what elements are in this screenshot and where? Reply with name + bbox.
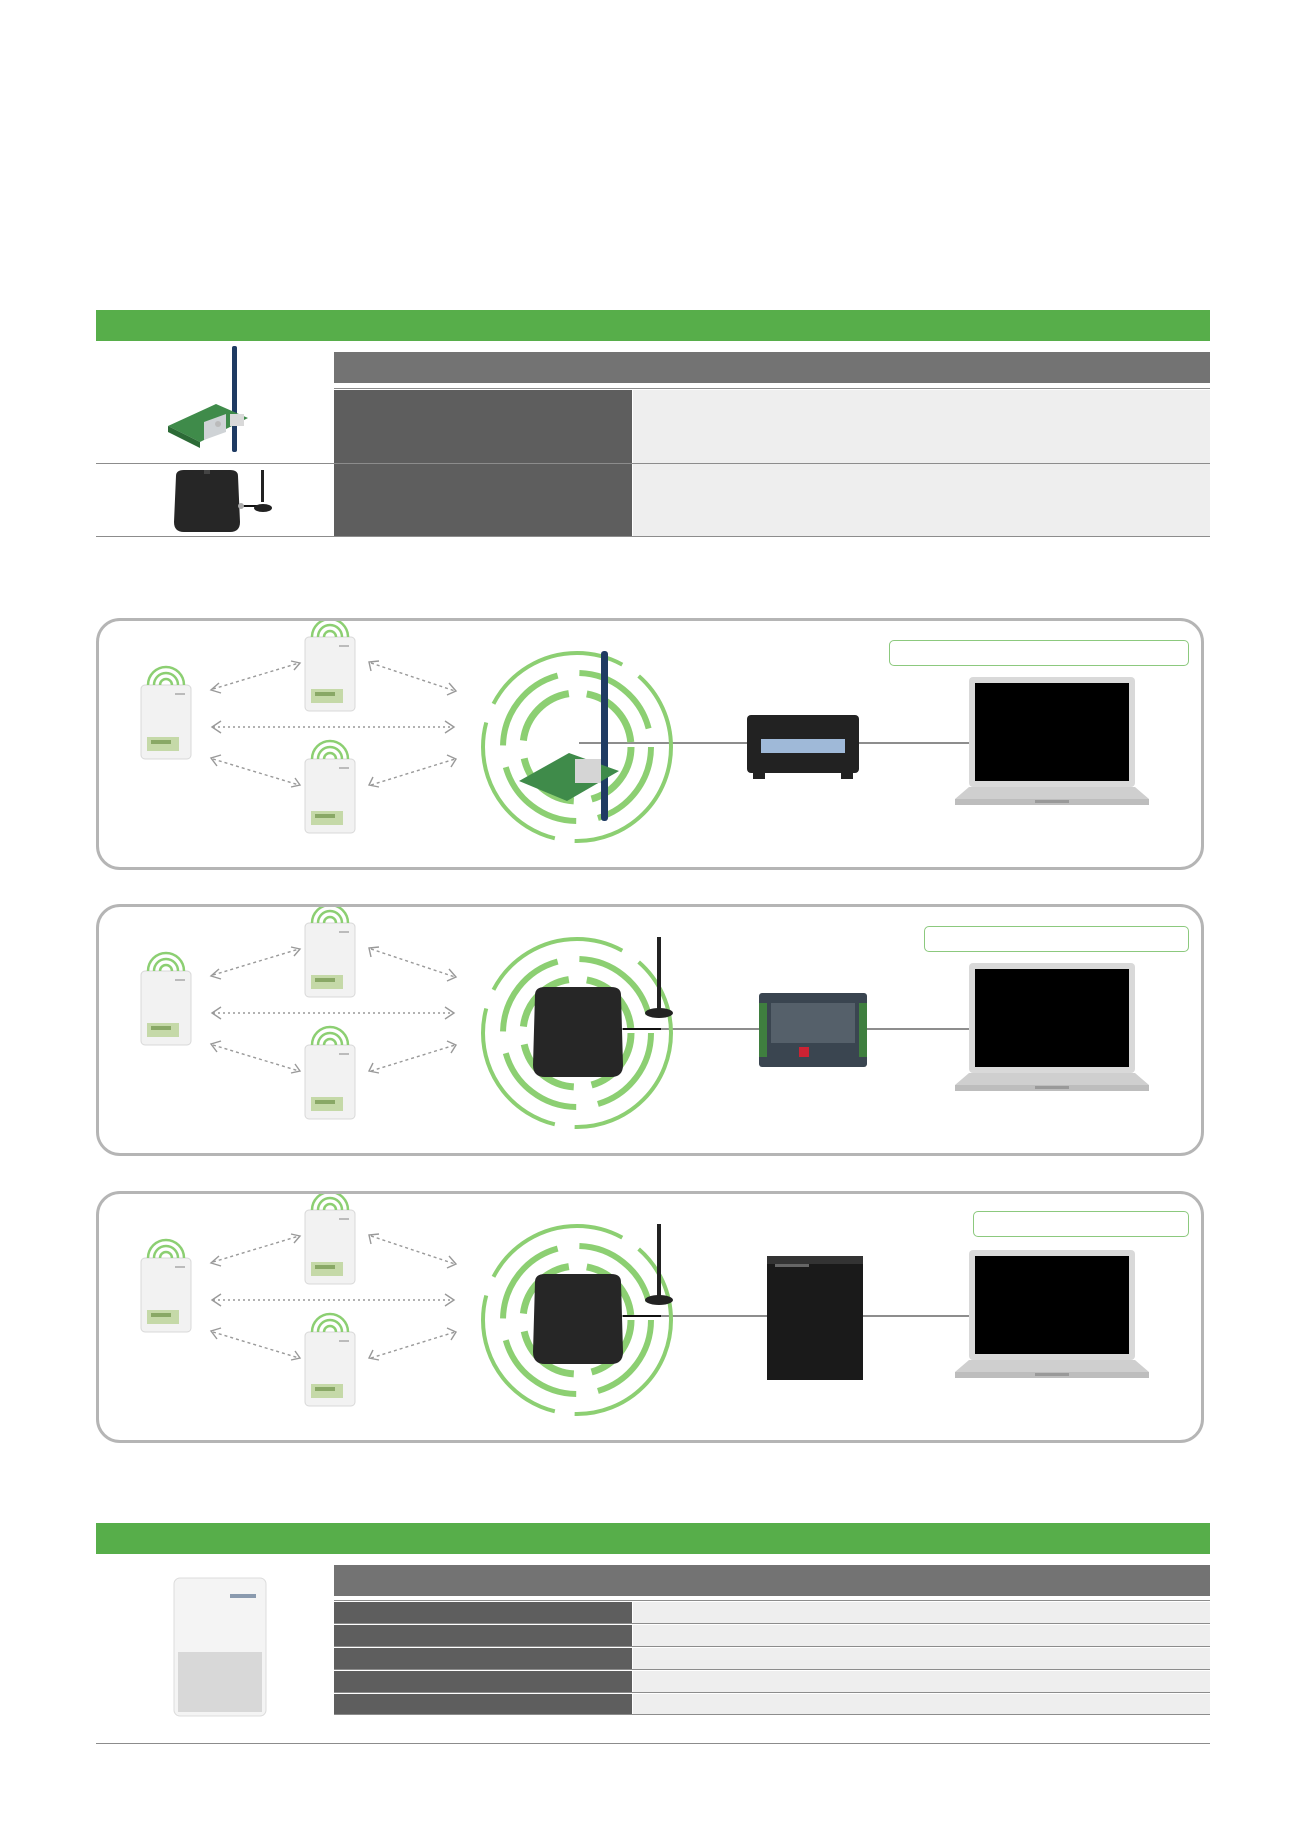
sensor-row-4-name-cell bbox=[334, 1671, 632, 1692]
thermostat-icon bbox=[139, 951, 193, 1047]
divider bbox=[334, 1600, 1210, 1601]
laptop-icon bbox=[955, 677, 1149, 805]
thermostat-icon bbox=[139, 1238, 193, 1334]
row-divider bbox=[96, 463, 1210, 464]
thermostat-icon bbox=[303, 739, 357, 835]
receiver-row-1-desc-cell bbox=[633, 390, 1210, 463]
receiver-table-header bbox=[334, 352, 1210, 383]
sensor-row-1-desc-cell bbox=[633, 1602, 1210, 1623]
thermostat-icon bbox=[139, 665, 193, 761]
page-bottom-divider bbox=[96, 1743, 1210, 1744]
laptop-icon bbox=[955, 963, 1149, 1091]
network-panel-2 bbox=[96, 904, 1204, 1156]
sensor-row-3-desc-cell bbox=[633, 1648, 1210, 1669]
receiver-row-2-desc-cell bbox=[633, 464, 1210, 536]
sensor-row-5-name-cell bbox=[334, 1694, 632, 1714]
sensor-row-5-desc-cell bbox=[633, 1694, 1210, 1714]
wall-sensor-icon bbox=[173, 1577, 267, 1717]
controller-icon bbox=[747, 715, 859, 779]
section-header-bar-receivers bbox=[96, 310, 1210, 341]
thermostat-icon bbox=[303, 1025, 357, 1121]
section-header-bar-sensors bbox=[96, 1523, 1210, 1554]
divider bbox=[334, 1692, 1210, 1693]
sensor-row-1-name-cell bbox=[334, 1602, 632, 1623]
thermostat-icon bbox=[303, 907, 357, 999]
controller-icon bbox=[767, 1256, 863, 1380]
controller-icon bbox=[759, 993, 867, 1067]
panel-2-label bbox=[924, 926, 1189, 952]
thermostat-icon bbox=[303, 1312, 357, 1408]
table-bottom-divider bbox=[96, 536, 1210, 537]
receiver-row-1-name-cell bbox=[334, 390, 632, 463]
divider bbox=[334, 1714, 1210, 1715]
thermostat-icon bbox=[303, 621, 357, 713]
panel-3-label bbox=[973, 1211, 1189, 1237]
divider bbox=[334, 1623, 1210, 1624]
sensor-table-header bbox=[334, 1565, 1210, 1596]
laptop-icon bbox=[955, 1250, 1149, 1378]
receiver-hub-icon bbox=[533, 937, 673, 1077]
thermostat-icon bbox=[303, 1194, 357, 1286]
panel-1-label bbox=[889, 640, 1189, 666]
divider bbox=[334, 388, 1210, 389]
divider bbox=[334, 1646, 1210, 1647]
antenna-card-icon bbox=[519, 651, 619, 821]
sensor-row-2-name-cell bbox=[334, 1625, 632, 1646]
receiver-hub-icon bbox=[174, 470, 272, 532]
receiver-hub-icon bbox=[533, 1224, 673, 1364]
antenna-card-icon bbox=[168, 346, 248, 452]
divider bbox=[334, 1669, 1210, 1670]
network-panel-1 bbox=[96, 618, 1204, 870]
sensor-row-4-desc-cell bbox=[633, 1671, 1210, 1692]
network-panel-3 bbox=[96, 1191, 1204, 1443]
sensor-row-2-desc-cell bbox=[633, 1625, 1210, 1646]
receiver-row-2-name-cell bbox=[334, 464, 632, 536]
sensor-row-3-name-cell bbox=[334, 1648, 632, 1669]
